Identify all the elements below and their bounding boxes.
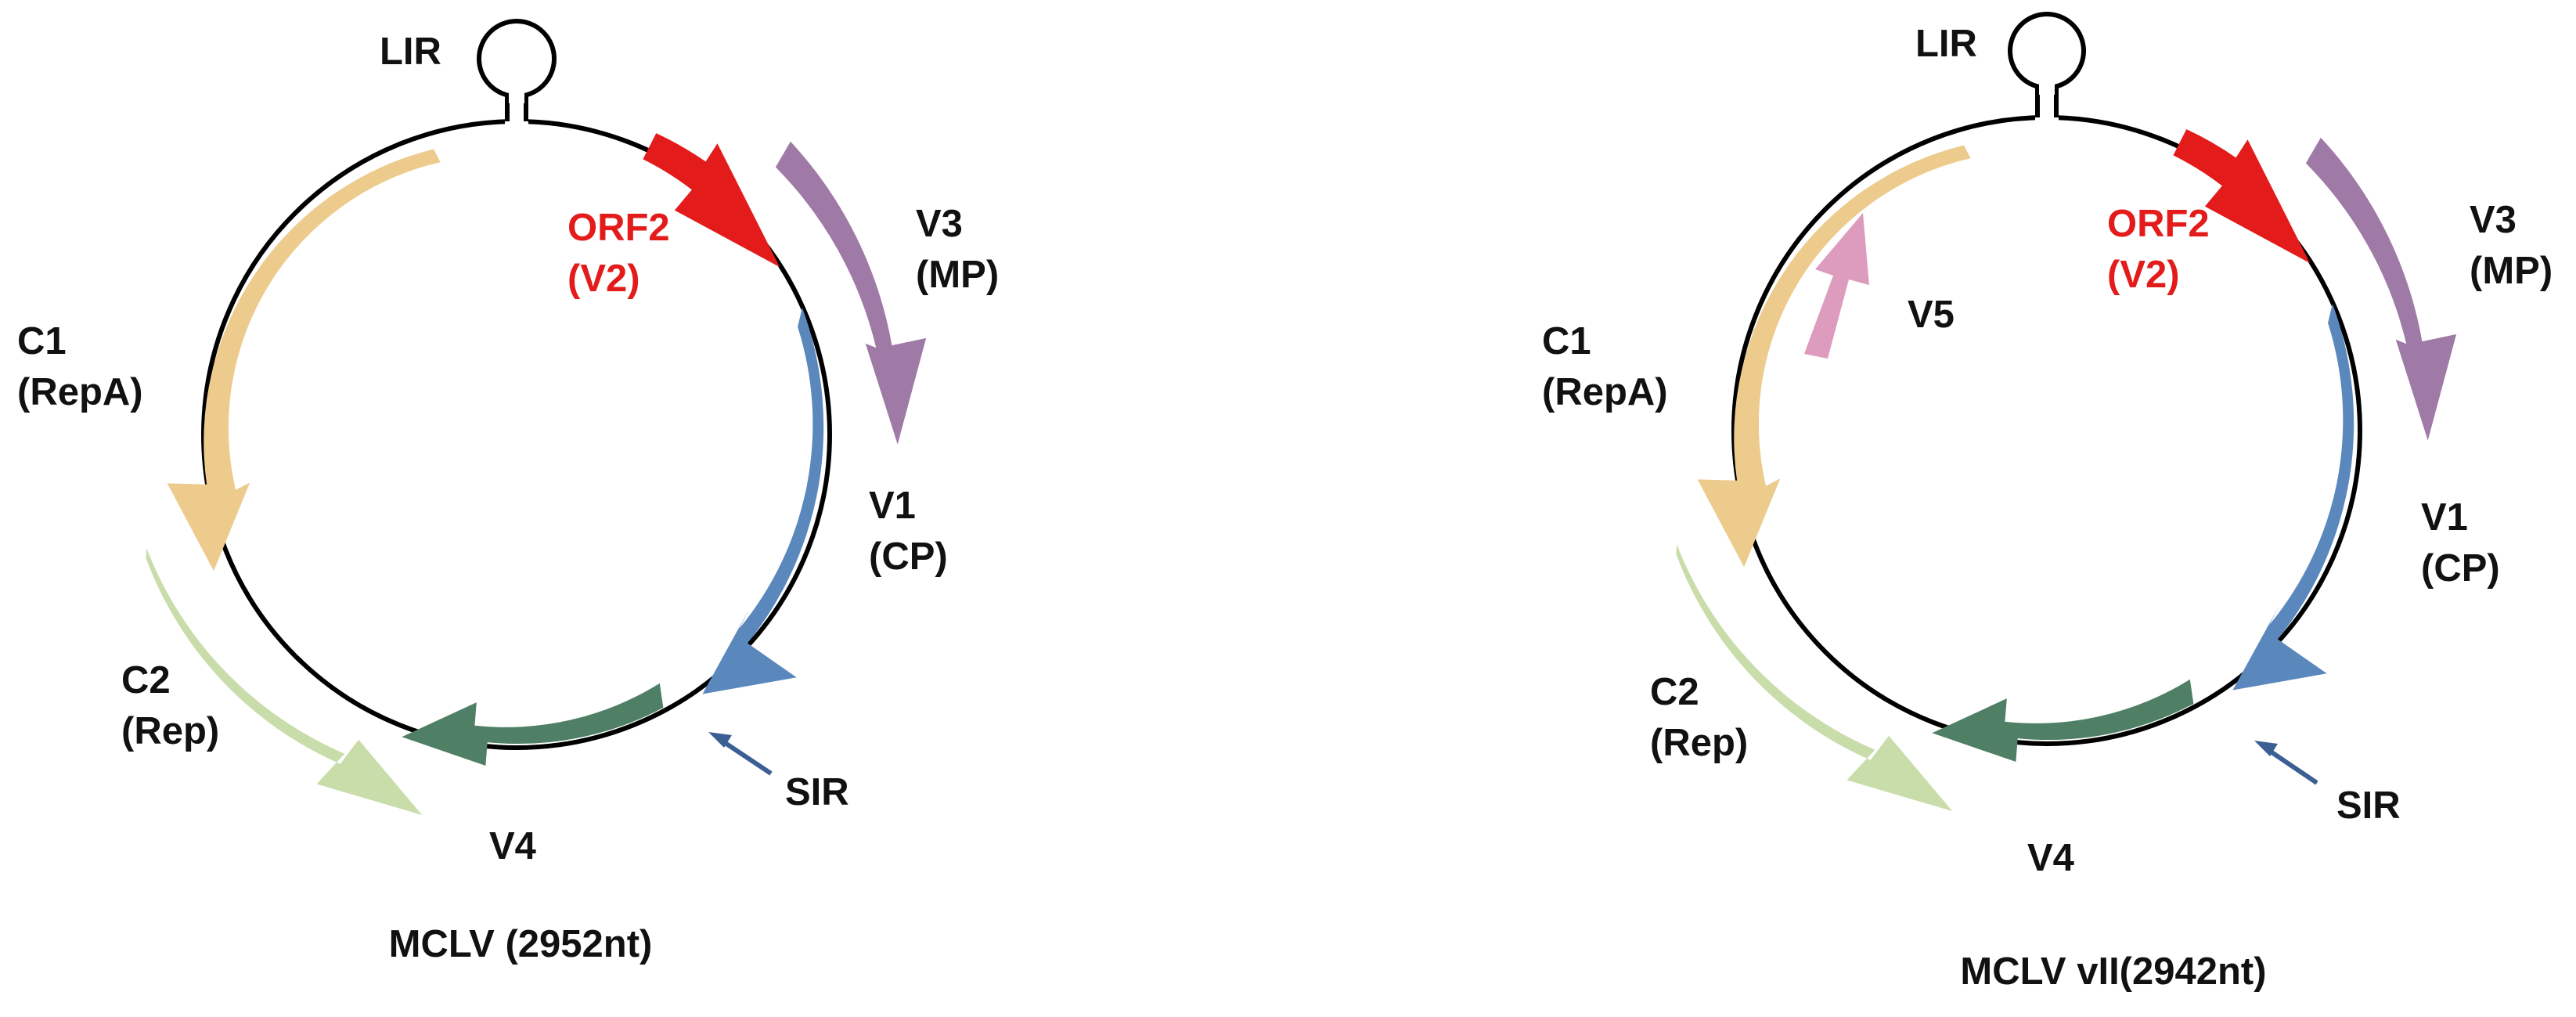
v4-label: V4: [489, 825, 536, 867]
v5-label: V5: [1908, 294, 1955, 336]
orf2-label: ORF2: [2107, 203, 2210, 245]
orf2-label: ORF2: [567, 207, 670, 249]
genome-map-mclv-vii: LIR ORF2 (V2) V3 (MP) V5 V1 (CP) SIR V4 …: [1542, 12, 2553, 993]
v1-alt-label: (CP): [869, 536, 948, 578]
sir-pointer-icon: [2254, 741, 2318, 785]
c1-label: C1: [17, 320, 67, 362]
v4-arrow: [1932, 679, 2194, 762]
map-caption: MCLV (2952nt): [389, 923, 653, 965]
v4-arrow: [402, 683, 664, 766]
sir-pointer-icon: [708, 732, 773, 776]
v5-arrow: [1804, 213, 1869, 359]
c2-rep-arrow: [146, 548, 423, 816]
c1-alt-label: (RepA): [17, 371, 143, 413]
c2-rep-arrow: [1676, 544, 1953, 812]
c1-label: C1: [1542, 320, 1591, 362]
c2-alt-label: (Rep): [1650, 722, 1748, 764]
v1-cp-arrow: [702, 308, 824, 694]
lir-label: LIR: [380, 31, 441, 73]
orf2-v2-arrow: [2173, 129, 2311, 264]
v1-alt-label: (CP): [2421, 547, 2500, 590]
map-caption: MCLV vII(2942nt): [1960, 950, 2266, 993]
orf2-v2-arrow: [643, 133, 780, 268]
c2-label: C2: [1650, 671, 1699, 713]
orf2-alt-label: (V2): [567, 258, 640, 300]
v1-cp-arrow: [2232, 304, 2354, 691]
v3-alt-label: (MP): [916, 254, 999, 296]
c1-repa-arrow: [1697, 145, 1971, 568]
lir-stem-loop-icon: [477, 19, 557, 125]
v3-label: V3: [916, 203, 963, 245]
c2-alt-label: (Rep): [121, 710, 219, 752]
genome-map-mclv: LIR ORF2 (V2) V3 (MP) V1 (CP) SIR V4 C2 …: [17, 19, 999, 965]
sir-label: SIR: [2336, 784, 2401, 827]
v3-mp-arrow: [775, 141, 927, 445]
v3-alt-label: (MP): [2470, 250, 2553, 292]
v3-mp-arrow: [2305, 137, 2457, 441]
v3-label: V3: [2470, 199, 2517, 241]
v4-label: V4: [2027, 837, 2074, 879]
c2-label: C2: [121, 659, 171, 701]
lir-stem-loop-icon: [2008, 12, 2086, 121]
v1-label: V1: [2421, 496, 2468, 539]
c1-repa-arrow: [167, 149, 441, 572]
lir-label: LIR: [1915, 23, 1977, 65]
sir-label: SIR: [785, 771, 849, 813]
v1-label: V1: [869, 485, 916, 527]
c1-alt-label: (RepA): [1542, 371, 1668, 413]
orf2-alt-label: (V2): [2107, 254, 2180, 296]
